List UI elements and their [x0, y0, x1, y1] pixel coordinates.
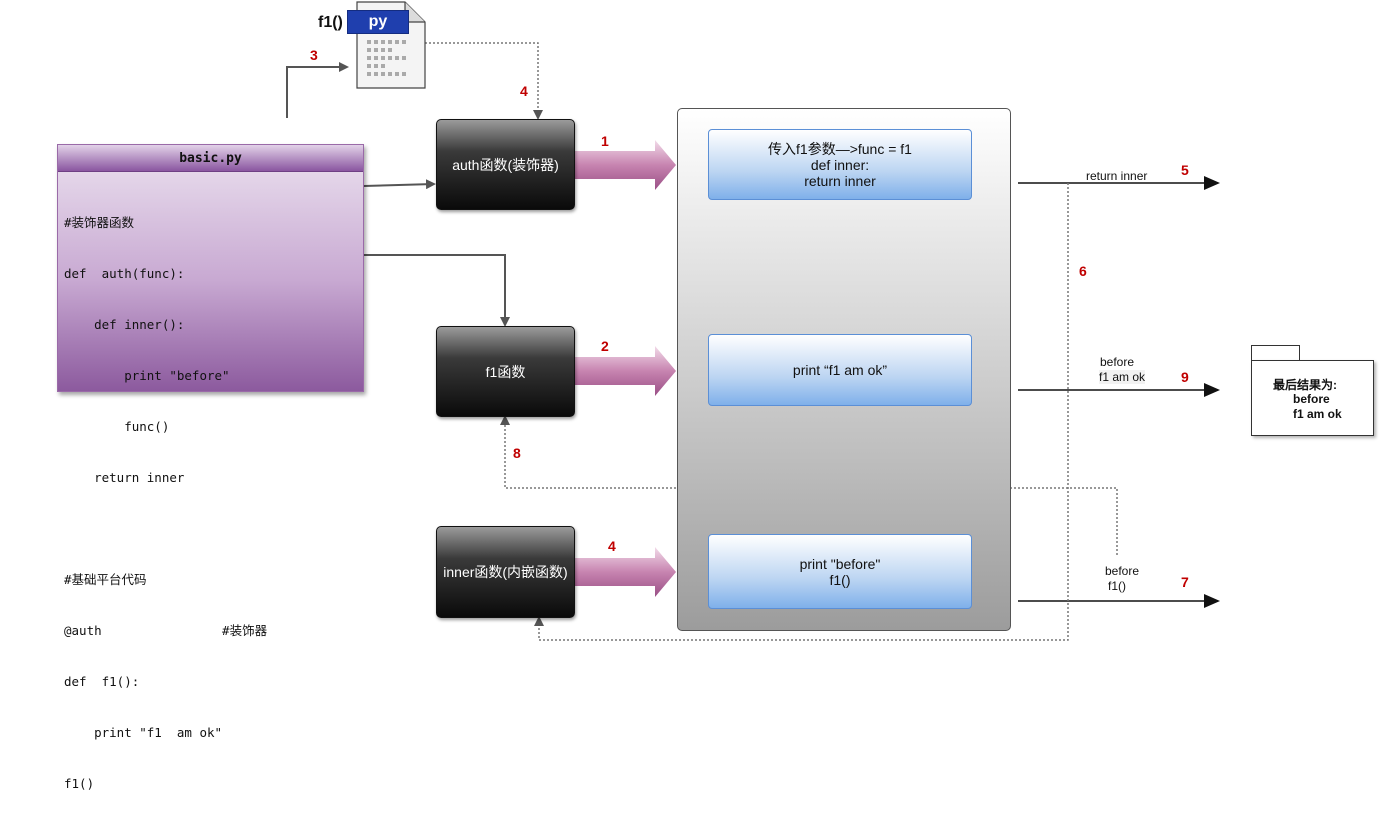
big-arrow-4: [574, 547, 676, 597]
step-number-2: 2: [601, 338, 609, 354]
result-title: 最后结果为:: [1273, 378, 1337, 392]
blue-box-line: def inner:: [810, 156, 870, 173]
code-line: f1(): [64, 776, 95, 791]
step-number-6: 6: [1079, 263, 1087, 279]
step-number-4-top: 4: [520, 83, 528, 99]
arrow-panel-to-auth: [363, 179, 436, 190]
result-line-1: before: [1293, 392, 1330, 406]
f1-call-label: f1(): [318, 14, 343, 31]
code-line: func(): [64, 419, 170, 434]
label-f1-am-ok-9: f1 am ok: [1099, 370, 1146, 384]
code-line: [64, 520, 267, 537]
blue-box-line: return inner: [804, 172, 876, 189]
arrow-step-3: [286, 62, 349, 118]
code-line: #装饰器函数: [64, 215, 135, 230]
arrow-step-4-dotted: [425, 42, 543, 120]
code-panel: basic.py #装饰器函数 def auth(func): def inne…: [57, 144, 364, 791]
result-line-2: f1 am ok: [1293, 407, 1342, 421]
f1-function-box: f1函数: [436, 326, 575, 417]
step-number-5: 5: [1181, 162, 1189, 178]
code-panel-title: basic.py: [58, 145, 363, 172]
label-before-7: before: [1105, 564, 1140, 578]
py-badge: py: [347, 10, 409, 34]
label-before-9: before: [1100, 355, 1135, 369]
big-arrow-2: [574, 346, 676, 396]
arrow-panel-to-f1: [364, 254, 510, 327]
inner-function-box: inner函数(内嵌函数): [436, 526, 575, 618]
blue-box-auth-body: 传入f1参数—>func = f1 def inner: return inne…: [708, 129, 972, 200]
label-return-inner: return inner: [1086, 169, 1148, 183]
label-f1-call-7: f1(): [1108, 579, 1126, 593]
connector-layer: [286, 42, 1220, 641]
result-box: 最后结果为: before f1 am ok: [1251, 360, 1374, 436]
code-line: def inner():: [64, 317, 185, 332]
step-number-4-bottom: 4: [608, 538, 616, 554]
code-line: @auth #装饰器: [64, 623, 268, 638]
code-lines: #装饰器函数 def auth(func): def inner(): prin…: [64, 180, 267, 826]
arrow-step-6-dotted: [534, 183, 1069, 641]
code-line: def f1():: [64, 674, 140, 689]
blue-box-f1-body: print “f1 am ok”: [708, 334, 972, 406]
step-number-8: 8: [513, 445, 521, 461]
code-line: #基础平台代码: [64, 572, 147, 587]
code-line: return inner: [64, 470, 185, 485]
step-number-7: 7: [1181, 574, 1189, 590]
step-number-1: 1: [601, 133, 609, 149]
code-line: print "f1 am ok": [64, 725, 223, 740]
blue-box-line: f1(): [829, 571, 851, 588]
blue-box-line: 传入f1参数—>func = f1: [768, 140, 912, 157]
big-arrow-1: [574, 140, 676, 190]
step-number-9: 9: [1181, 369, 1189, 385]
step-number-3: 3: [310, 47, 318, 63]
blue-box-line: print "before": [799, 555, 881, 572]
result-box-tab: [1251, 345, 1300, 360]
blue-box-line: print “f1 am ok”: [792, 362, 888, 378]
blue-box-inner-body: print "before" f1(): [708, 534, 972, 609]
code-line: print "before": [64, 368, 230, 383]
code-line: def auth(func):: [64, 266, 185, 281]
auth-function-box: auth函数(装饰器): [436, 119, 575, 210]
